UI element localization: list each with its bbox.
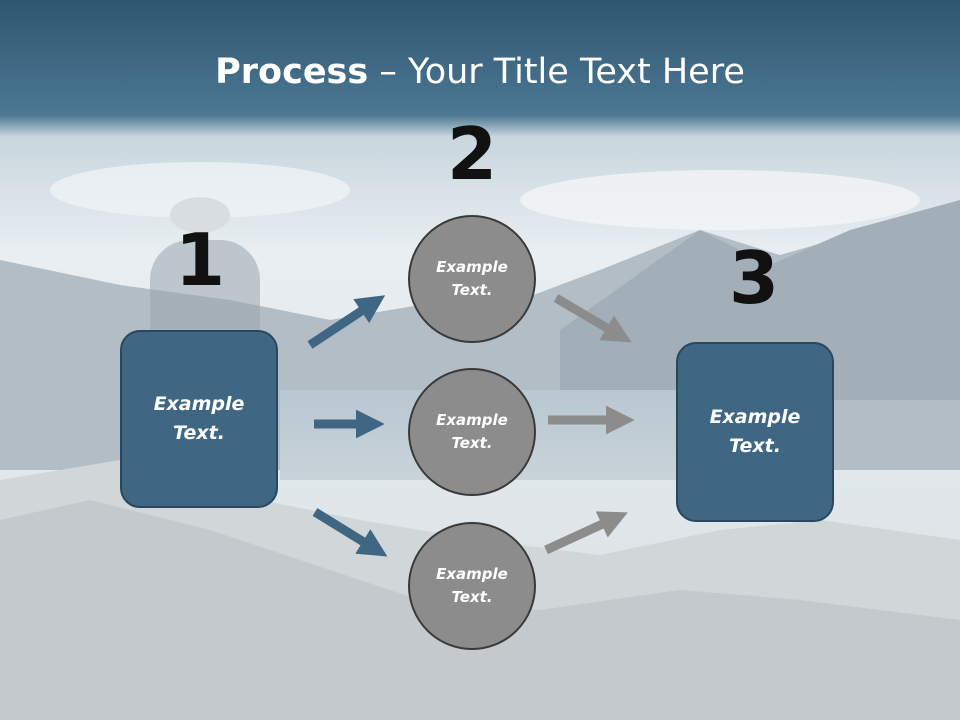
process-circle-top: Example Text. xyxy=(408,215,536,343)
circle-top-line1: Example xyxy=(436,258,508,276)
start-box: Example Text. xyxy=(120,330,278,508)
circle-middle-line2: Text. xyxy=(451,434,493,452)
arrow-to-circle-bottom xyxy=(312,508,388,557)
circle-bottom-line1: Example xyxy=(436,565,508,583)
arrow-to-circle-top xyxy=(307,295,386,349)
step-number-3: 3 xyxy=(728,236,780,320)
title-rest: – Your Title Text Here xyxy=(368,52,745,92)
end-box: Example Text. xyxy=(676,342,834,522)
start-box-line2: Text. xyxy=(173,422,225,444)
start-box-line1: Example xyxy=(153,393,245,415)
circle-bottom-line2: Text. xyxy=(451,588,493,606)
slide-title: Process – Your Title Text Here xyxy=(0,52,960,92)
circle-top-line2: Text. xyxy=(451,281,493,299)
process-circle-middle: Example Text. xyxy=(408,368,536,496)
arrow-from-circle-bottom xyxy=(544,511,628,555)
end-box-line1: Example xyxy=(709,406,801,428)
title-bold: Process xyxy=(215,52,369,92)
step-number-1: 1 xyxy=(174,218,226,302)
step-number-2: 2 xyxy=(446,112,498,196)
process-circle-bottom: Example Text. xyxy=(408,522,536,650)
circle-middle-line1: Example xyxy=(436,411,508,429)
arrow-from-circle-top xyxy=(553,294,632,343)
end-box-line2: Text. xyxy=(729,435,781,457)
